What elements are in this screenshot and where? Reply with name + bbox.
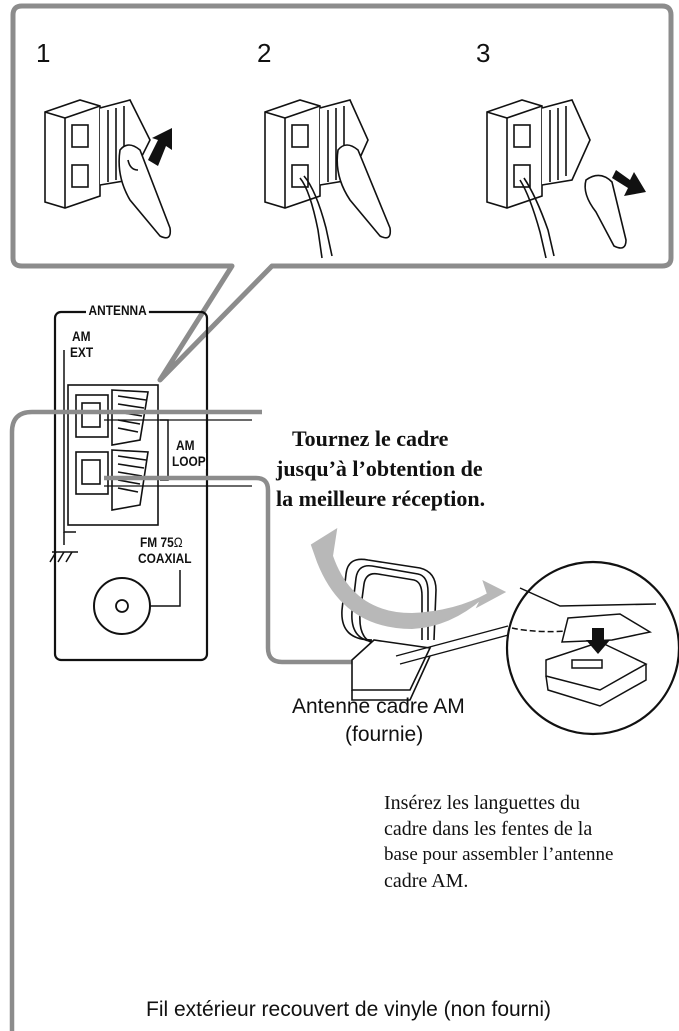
insert-instruction-line4: cadre AM. — [384, 870, 469, 892]
outdoor-wire-caption: Fil extérieur recouvert de vinyle (non f… — [146, 998, 552, 1021]
insert-instruction-line3: base pour assembler l’antenne — [384, 844, 614, 865]
rotate-instruction-line1: Tournez le cadre — [292, 426, 449, 451]
step-1-arrow — [148, 128, 172, 166]
step-2-terminal-drawing — [264, 99, 392, 259]
insert-instruction-line2: cadre dans les fentes de la — [384, 818, 593, 840]
am-loop-bracket — [160, 419, 169, 481]
fm-label-text: FM 75 — [140, 534, 174, 550]
am-loop-antenna-drawing — [341, 558, 437, 701]
fm-coaxial-jack-inner — [115, 599, 129, 613]
antenna-wire-lead — [395, 625, 513, 665]
am-loop-label-line1: AM — [176, 437, 195, 453]
ohm-symbol: Ω — [173, 534, 183, 550]
outdoor-wire — [9, 409, 104, 1031]
antenna-terminal-block — [67, 384, 159, 526]
step-3-arrow — [612, 170, 646, 196]
step-1-number: 1 — [36, 38, 51, 68]
rotation-arrow — [310, 527, 507, 630]
step-2-number: 2 — [257, 38, 272, 68]
step-1-terminal-drawing — [44, 99, 172, 239]
fm-coaxial-jack-outer — [93, 577, 151, 635]
callout-frame — [10, 3, 674, 383]
rotate-instruction-line3: la meilleure réception. — [276, 486, 486, 511]
fm-bracket — [150, 570, 181, 607]
loop-antenna-caption-line2: (fournie) — [345, 723, 424, 746]
step-3-number: 3 — [476, 38, 491, 68]
magnified-insert-arrow — [586, 628, 610, 654]
am-ext-label-line2: EXT — [70, 344, 94, 360]
loop-antenna-wire — [104, 475, 352, 665]
am-ext-label-line1: AM — [72, 328, 91, 344]
am-loop-label-line2: LOOP — [172, 453, 206, 469]
fm-label-line1: FM 75Ω — [140, 534, 183, 550]
step-3-terminal-drawing — [486, 99, 627, 259]
antenna-panel-title: ANTENNA — [86, 302, 150, 318]
magnified-base-drawing — [511, 587, 657, 707]
ground-symbol — [49, 551, 78, 563]
rotate-instruction-line2: jusqu’à l’obtention de — [276, 456, 483, 481]
fm-label-line2: COAXIAL — [138, 550, 192, 566]
insert-instruction-line1: Insérez les languettes du — [384, 792, 581, 814]
loop-antenna-caption-line1: Antenne cadre AM — [292, 695, 465, 718]
